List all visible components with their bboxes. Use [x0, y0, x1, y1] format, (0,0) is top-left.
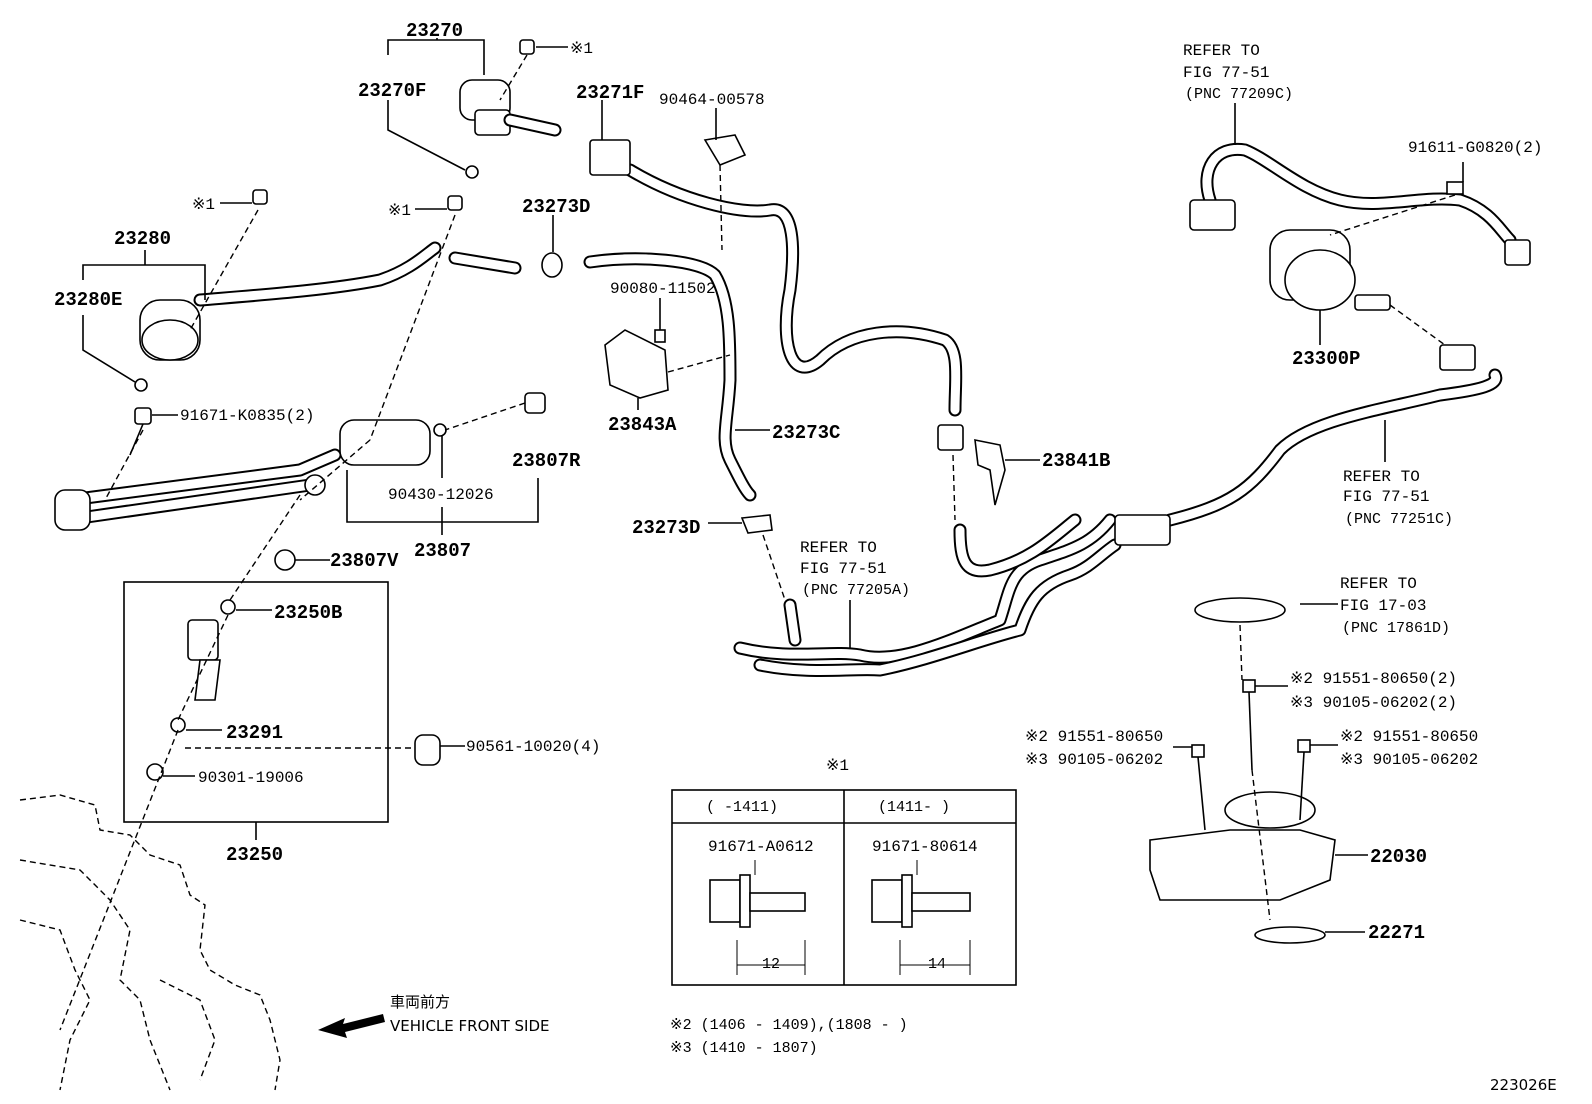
note-b2: ※3 90105-06202 [1025, 751, 1163, 769]
label-90301-19006: 90301-19006 [198, 769, 304, 787]
refer-1-line1: REFER TO [1183, 42, 1260, 60]
label-23273D-top: 23273D [522, 196, 590, 218]
mark-1-b: ※1 [192, 196, 215, 214]
label-23250: 23250 [226, 844, 283, 866]
note-c2: ※3 90105-06202 [1340, 751, 1478, 769]
label-22030: 22030 [1370, 846, 1427, 868]
mark-1-a: ※1 [570, 40, 593, 58]
inset-col2-head: (1411- ) [878, 799, 950, 816]
parts [54, 39, 1531, 944]
note-c1: ※2 91551-80650 [1340, 728, 1478, 746]
inset-title: ※1 [826, 757, 849, 775]
engine-outline [19, 794, 281, 1091]
label-23250B: 23250B [274, 602, 342, 624]
label-23273C: 23273C [772, 422, 840, 444]
note-a2: ※3 90105-06202(2) [1290, 694, 1457, 712]
label-90430-12026: 90430-12026 [388, 486, 494, 504]
refer-2-line2: FIG 77-51 [1343, 488, 1429, 506]
refer-3-line2: FIG 77-51 [800, 560, 886, 578]
refer-4-line1: REFER TO [1340, 575, 1417, 593]
refer-4-line3: (PNC 17861D) [1342, 620, 1450, 637]
bolt-variant-inset [671, 789, 1017, 986]
label-23300P: 23300P [1292, 348, 1360, 370]
label-90464-00578: 90464-00578 [659, 91, 765, 109]
label-23280E: 23280E [54, 289, 122, 311]
label-23291: 23291 [226, 722, 283, 744]
label-91611-G0820: 91611-G0820(2) [1408, 139, 1542, 157]
label-22271: 22271 [1368, 922, 1425, 944]
footnote-3: ※3 (1410 - 1807) [670, 1040, 818, 1057]
refer-2-line3: (PNC 77251C) [1345, 511, 1453, 528]
refer-3-line1: REFER TO [800, 539, 877, 557]
note-a1: ※2 91551-80650(2) [1290, 670, 1457, 688]
inset-col1-dim: 12 [762, 956, 780, 973]
refer-3-line3: (PNC 77205A) [802, 582, 910, 599]
refer-2-line1: REFER TO [1343, 468, 1420, 486]
note-b1: ※2 91551-80650 [1025, 728, 1163, 746]
label-23807V: 23807V [330, 550, 399, 572]
leader-lines [82, 38, 1464, 933]
refer-4-line2: FIG 17-03 [1340, 597, 1426, 615]
mark-1-c: ※1 [388, 202, 411, 220]
fuel-pipes [63, 142, 1517, 678]
diagram-id: 223026E [1490, 1076, 1557, 1094]
label-23271F: 23271F [576, 82, 644, 104]
label-23273D-mid: 23273D [632, 517, 700, 539]
refer-1-line2: FIG 77-51 [1183, 64, 1269, 82]
direction-en: VEHICLE FRONT SIDE [390, 1017, 550, 1035]
vehicle-front-arrow-icon [318, 1014, 385, 1038]
label-23807: 23807 [414, 540, 471, 562]
dashed-leaders [59, 54, 1456, 1031]
label-23843A: 23843A [608, 414, 677, 436]
footnote-2: ※2 (1406 - 1409),(1808 - ) [670, 1017, 908, 1034]
inset-col2-part: 91671-80614 [872, 838, 978, 856]
inset-col2-dim: 14 [928, 956, 946, 973]
label-90080-11502: 90080-11502 [610, 280, 716, 298]
refer-1-line3: (PNC 77209C) [1185, 86, 1293, 103]
label-91671-K0835: 91671-K0835(2) [180, 407, 314, 425]
label-23807R: 23807R [512, 450, 581, 472]
inset-col1-part: 91671-A0612 [708, 838, 814, 856]
part-labels: 23270 23270F 23280 23280E 23271F 90464-0… [54, 20, 1557, 1094]
label-23270: 23270 [406, 20, 463, 42]
direction-jp: 車両前方 [390, 993, 450, 1011]
inset-col1-head: ( -1411) [706, 799, 778, 816]
label-23270F: 23270F [358, 80, 426, 102]
label-23280: 23280 [114, 228, 171, 250]
label-90561-10020: 90561-10020(4) [466, 738, 600, 756]
label-23841B: 23841B [1042, 450, 1110, 472]
